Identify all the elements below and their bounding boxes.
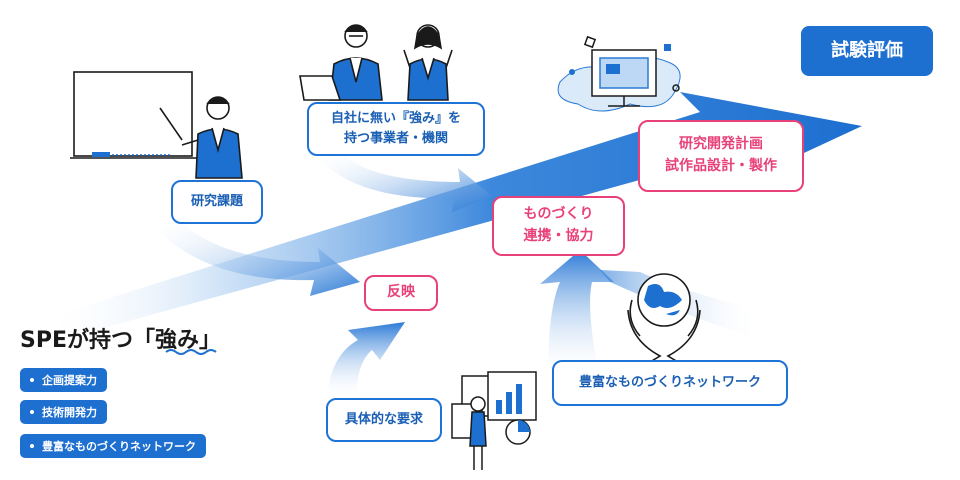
business-people-icon [299, 24, 453, 101]
box-reflect: 反映 [364, 275, 438, 311]
feed-arrow-partners [320, 150, 492, 212]
bullet-dot-icon [30, 378, 34, 382]
strengths-title-suffix: 」 [199, 328, 222, 353]
strength-item-label: 企画提案力 [42, 374, 97, 387]
feed-arrow-requirements [328, 322, 405, 400]
emphasis-wave [165, 349, 217, 355]
box-requirements: 具体的な要求 [326, 398, 442, 442]
box-final-evaluation: 試験評価 [801, 26, 933, 76]
box-network: 豊富なものづくりネットワーク [552, 360, 788, 406]
box-plan: 研究開発計画 試作品設計・製作 [638, 120, 804, 192]
box-research-theme: 研究課題 [171, 180, 263, 224]
strength-item-label: 豊富なものづくりネットワーク [42, 440, 196, 453]
bullet-dot-icon [30, 410, 34, 414]
globe-in-hands-icon [627, 273, 701, 363]
box-partners: 自社に無い『強み』を 持つ事業者・機関 [307, 102, 485, 156]
strength-item: 豊富なものづくりネットワーク [20, 434, 206, 458]
strengths-title-prefix: SPEが持つ「 [20, 328, 155, 353]
person-with-charts-icon [451, 371, 537, 470]
feed-arrow-research [160, 215, 360, 296]
strengths-title: SPEが持つ「強み」 [20, 322, 221, 354]
teacher-at-whiteboard-icon [70, 71, 243, 179]
strength-item: 企画提案力 [20, 368, 107, 392]
strength-item: 技術開発力 [20, 400, 107, 424]
strength-item-label: 技術開発力 [42, 406, 97, 419]
box-monozukuri: ものづくり 連携・協力 [492, 196, 625, 256]
computer-splash-icon [557, 35, 681, 112]
strengths-title-emphasis: 強み [155, 328, 200, 353]
bullet-dot-icon [30, 444, 34, 448]
feed-arrow-network [540, 250, 614, 380]
